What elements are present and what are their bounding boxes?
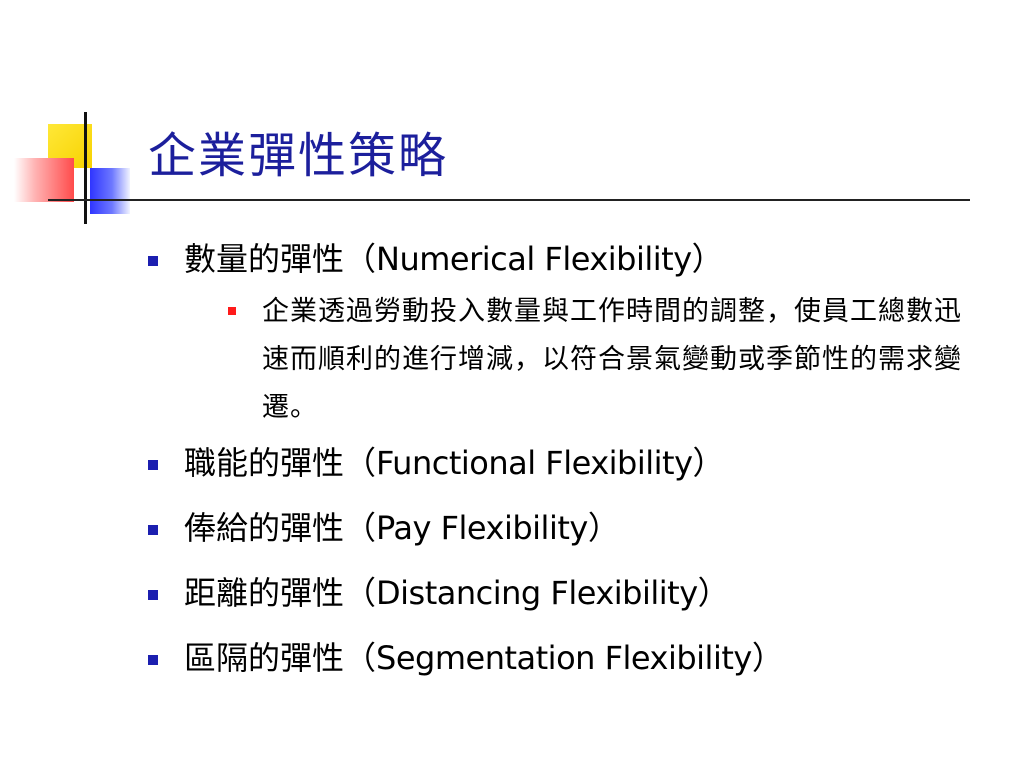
- bullet-item-pay: 俸給的彈性（Pay Flexibility）: [148, 505, 998, 551]
- bullet-item-distancing: 距離的彈性（Distancing Flexibility）: [148, 570, 998, 616]
- bullet-label-en: Distancing Flexibility: [376, 574, 698, 612]
- bullet-label-close: ）: [691, 240, 724, 278]
- decor-red-square: [14, 158, 74, 202]
- bullet-label-en: Numerical Flexibility: [376, 240, 692, 278]
- sub-bullet-item: 企業透過勞動投入數量與工作時間的調整，使員工總數迅速而順利的進行增減，以符合景氣…: [228, 288, 962, 432]
- bullet-label-en: Pay Flexibility: [376, 509, 588, 547]
- decor-blue-square: [90, 168, 130, 214]
- square-bullet-icon: [148, 655, 158, 665]
- bullet-label-close: ）: [751, 639, 784, 677]
- square-bullet-icon: [148, 590, 158, 600]
- sub-bullet-list: 企業透過勞動投入數量與工作時間的調整，使員工總數迅速而順利的進行增減，以符合景氣…: [184, 288, 998, 432]
- bullet-item-functional: 職能的彈性（Functional Flexibility）: [148, 440, 998, 486]
- bullet-label-en: Functional Flexibility: [376, 444, 693, 482]
- bullet-label-zh: 區隔的彈性（: [184, 639, 377, 677]
- square-bullet-icon: [148, 256, 158, 266]
- bullet-label-close: ）: [697, 574, 730, 612]
- bullet-label-close: ）: [587, 509, 620, 547]
- square-bullet-icon: [148, 460, 158, 470]
- title-underline: [48, 199, 970, 201]
- sub-bullet-text: 企業透過勞動投入數量與工作時間的調整，使員工總數迅速而順利的進行增減，以符合景氣…: [262, 296, 962, 423]
- bullet-label-zh: 距離的彈性（: [184, 574, 377, 612]
- bullet-label-en: Segmentation Flexibility: [376, 639, 752, 677]
- bullet-label-zh: 職能的彈性（: [184, 444, 377, 482]
- bullet-item-segmentation: 區隔的彈性（Segmentation Flexibility）: [148, 635, 998, 681]
- slide-title: 企業彈性策略: [148, 128, 449, 184]
- bullet-label-zh: 數量的彈性（: [184, 240, 377, 278]
- square-bullet-icon: [148, 525, 158, 535]
- decor-vertical-line: [84, 112, 87, 224]
- bullet-label-close: ）: [692, 444, 725, 482]
- bullet-label-zh: 俸給的彈性（: [184, 509, 377, 547]
- red-square-bullet-icon: [228, 307, 236, 315]
- bullet-list: 數量的彈性（Numerical Flexibility） 企業透過勞動投入數量與…: [148, 236, 998, 700]
- bullet-item-numerical: 數量的彈性（Numerical Flexibility） 企業透過勞動投入數量與…: [148, 236, 998, 432]
